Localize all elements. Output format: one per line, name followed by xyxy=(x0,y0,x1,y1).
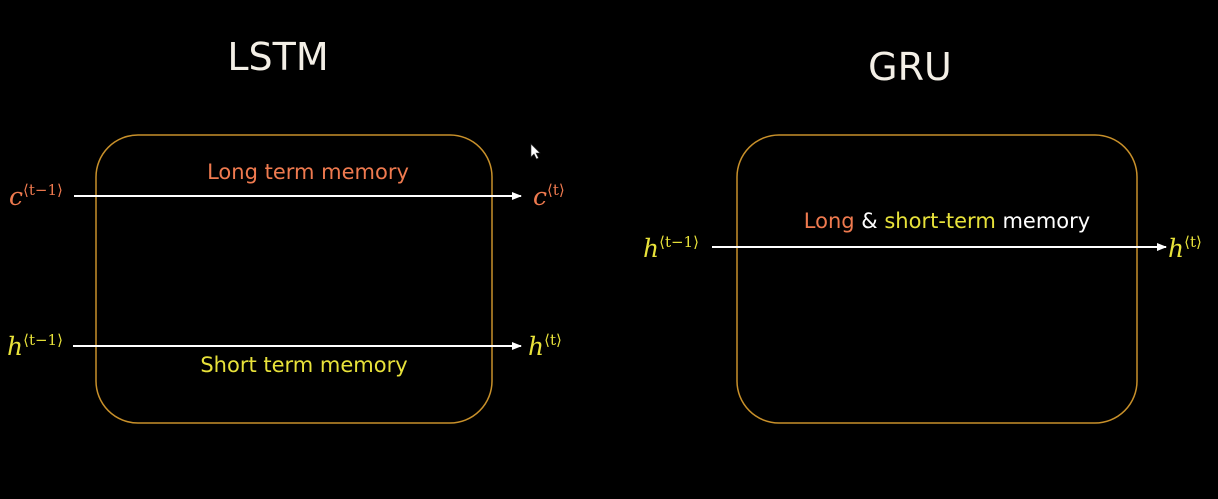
lstm-h-next: h⟨t⟩ xyxy=(528,331,562,361)
gru-title: GRU xyxy=(868,45,952,89)
lstm-c-prev: c⟨t−1⟩ xyxy=(9,181,63,211)
gru-label-short: short-term xyxy=(884,209,995,233)
gru-memory-label: Long & short-term memory xyxy=(804,209,1090,233)
lstm-h-prev: h⟨t−1⟩ xyxy=(7,331,63,361)
gru-panel: GRU Long & short-term memory h⟨t−1⟩ h⟨t⟩ xyxy=(643,45,1202,424)
lstm-panel: LSTM Long term memory c⟨t−1⟩ c⟨t⟩ Short … xyxy=(7,35,565,424)
gru-label-amp: & xyxy=(855,209,885,233)
gru-label-memory: memory xyxy=(996,209,1090,233)
lstm-title: LSTM xyxy=(227,35,328,79)
mouse-cursor-icon xyxy=(530,143,541,160)
lstm-cell-box xyxy=(95,134,493,424)
gru-label-long: Long xyxy=(804,209,855,233)
gru-h-next: h⟨t⟩ xyxy=(1168,233,1202,263)
lstm-short-term-label: Short term memory xyxy=(200,353,407,377)
gru-h-prev: h⟨t−1⟩ xyxy=(643,233,699,263)
lstm-c-next: c⟨t⟩ xyxy=(533,181,565,211)
lstm-long-term-label: Long term memory xyxy=(207,160,409,184)
gru-cell-box xyxy=(736,134,1138,424)
